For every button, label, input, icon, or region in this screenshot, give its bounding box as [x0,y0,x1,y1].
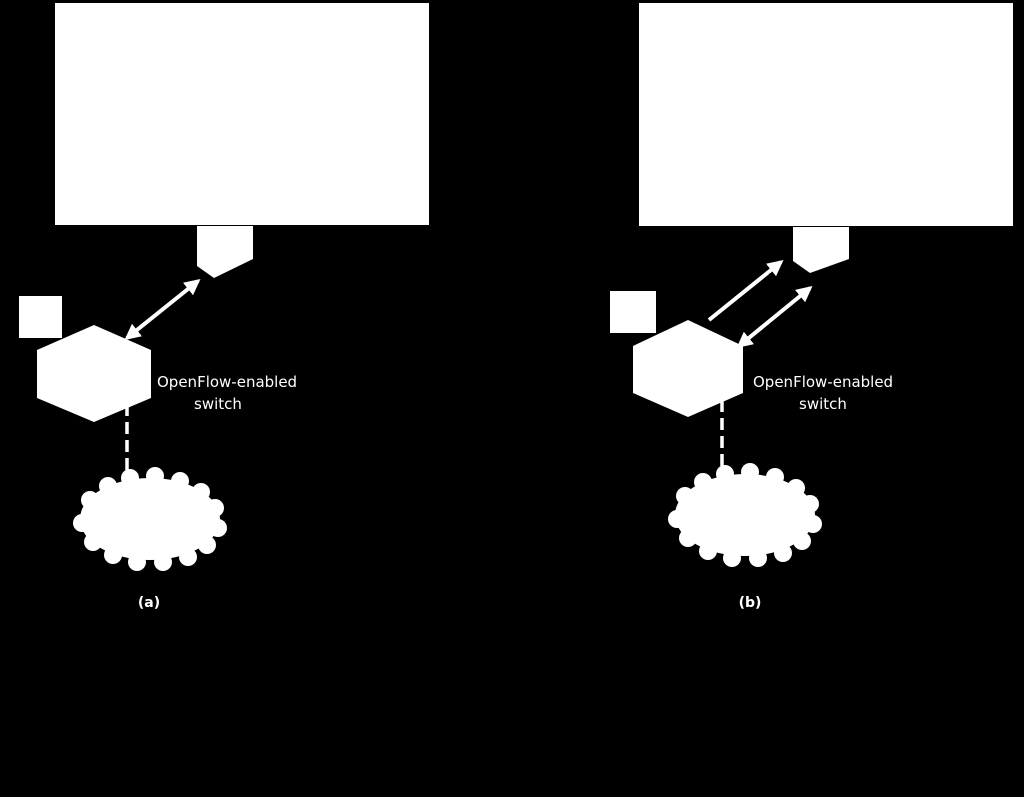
switch-label-line2: switch [799,395,847,413]
connector-shape-icon [793,227,849,273]
panel-a: OF Protocol OpenFlow-enabled switch (a) [19,3,429,611]
bidirectional-arrow-icon [124,278,201,341]
switch-label-line1: OpenFlow-enabled [157,373,297,391]
network-cloud-icon [668,463,822,567]
bidirectional-arrow-icon [736,285,813,349]
connector-shape-icon [197,226,253,278]
small-square-icon [19,296,62,338]
network-cloud-icon [73,467,227,571]
switch-hexagon-icon [633,320,743,417]
small-square-icon [610,291,656,333]
caption-a: (a) [138,595,160,611]
switch-label-line2: switch [194,395,242,413]
switch-label-line1: OpenFlow-enabled [753,373,893,391]
panel-b: sFlow Protocol OF Protocol OpenFlow-enab… [610,3,1013,611]
controller-box-icon [55,3,429,225]
caption-b: (b) [739,595,762,611]
controller-box-icon [639,3,1013,226]
switch-hexagon-icon [37,325,151,422]
